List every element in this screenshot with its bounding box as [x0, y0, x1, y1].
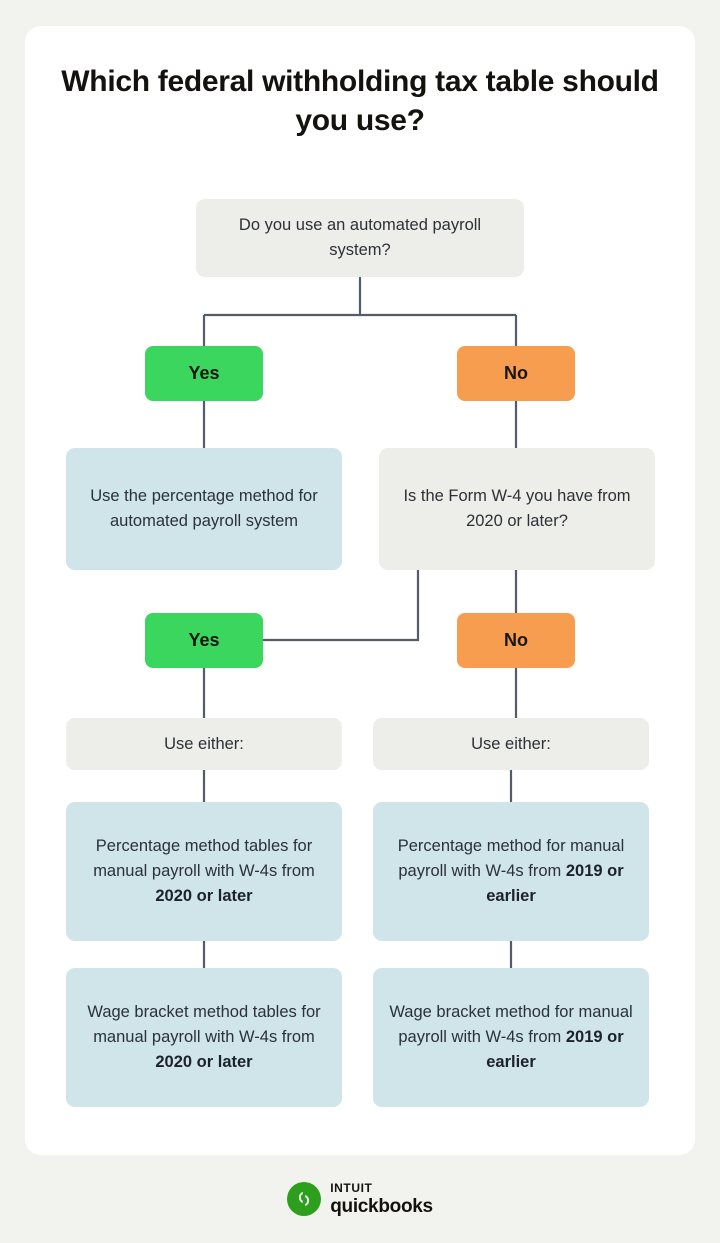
question-automated-payroll-label: Do you use an automated payroll system? [238, 216, 482, 259]
result-right-wage-bracket-method[interactable]: Wage bracket method for manual payroll w… [373, 968, 649, 1107]
answer-yes-automated-label: Yes [188, 363, 220, 383]
question-form-w4-year[interactable]: Is the Form W-4 you have from 2020 or la… [379, 448, 655, 570]
result-right-percentage-method[interactable]: Percentage method for manual payroll wit… [373, 802, 649, 941]
label-use-either-left[interactable]: Use either: [66, 718, 342, 770]
result-left-wage-bracket-method[interactable]: Wage bracket method tables for manual pa… [66, 968, 342, 1107]
question-automated-payroll[interactable]: Do you use an automated payroll system? [196, 199, 524, 277]
answer-yes-automated[interactable]: Yes [145, 346, 263, 401]
answer-yes-w4-2020[interactable]: Yes [145, 613, 263, 668]
quickbooks-qb-mark-icon [287, 1182, 322, 1216]
result-left-wage-bracket-method-text: Wage bracket method tables for manual pa… [87, 1003, 321, 1071]
label-use-either-right[interactable]: Use either: [373, 718, 649, 770]
answer-no-automated[interactable]: No [457, 346, 575, 401]
page-title: Which federal withholding tax table shou… [61, 65, 659, 137]
answer-yes-w4-2020-label: Yes [188, 630, 220, 650]
label-use-either-right-text: Use either: [471, 734, 551, 753]
quickbooks-wordmark: INTUIT quickbooks [330, 1182, 433, 1216]
quickbooks-logo: INTUIT quickbooks [0, 1182, 720, 1216]
intuit-wordmark: INTUIT [330, 1181, 373, 1195]
result-left-percentage-method[interactable]: Percentage method tables for manual payr… [66, 802, 342, 941]
label-use-either-left-text: Use either: [164, 734, 244, 753]
result-percentage-automated-label: Use the percentage method for automated … [90, 487, 318, 530]
result-left-percentage-method-text: Percentage method tables for manual payr… [93, 837, 315, 905]
result-percentage-automated[interactable]: Use the percentage method for automated … [66, 448, 342, 570]
answer-no-w4-2020-label: No [504, 630, 528, 650]
answer-no-automated-label: No [504, 363, 528, 383]
question-form-w4-year-label: Is the Form W-4 you have from 2020 or la… [403, 487, 631, 530]
result-right-wage-bracket-method-text: Wage bracket method for manual payroll w… [389, 1003, 633, 1071]
quickbooks-wordmark-text: quickbooks [330, 1196, 433, 1217]
result-right-percentage-method-text: Percentage method for manual payroll wit… [397, 837, 625, 905]
answer-no-w4-2020[interactable]: No [457, 613, 575, 668]
